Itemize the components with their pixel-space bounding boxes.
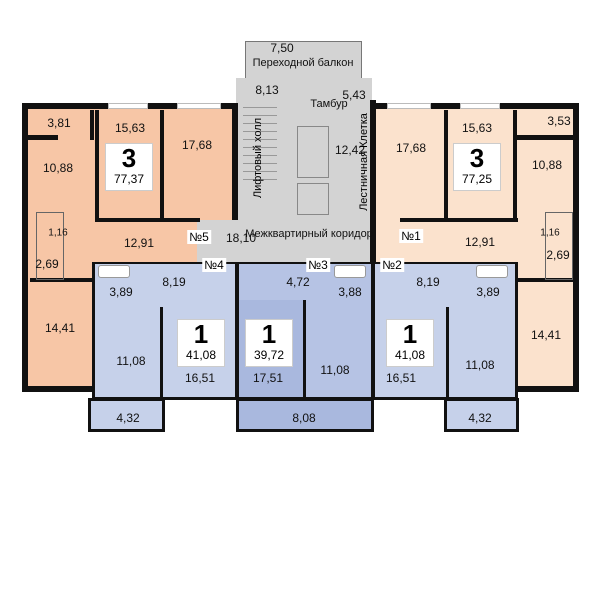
apt1-bath: 2,69 [546,248,570,262]
bathtub-icon [98,265,130,278]
apt4-balcony[interactable] [88,398,165,432]
room-count: 3 [469,143,485,173]
apt1-kitchen: 10,88 [531,158,563,172]
elevator-2 [297,183,329,215]
apt3-kitchen: 11,08 [320,363,350,377]
transition-balcony-label: Переходной балкон [252,57,354,69]
total-area: 41,08 [185,348,217,362]
transition-balcony-area: 7,50 [270,41,294,55]
apt5-number: №5 [187,230,211,244]
apt5-balcony: 3,81 [47,116,71,130]
stairwell-label: Лестничная Клетка [358,113,370,211]
room-count: 1 [402,319,418,349]
apt1-wc: 1,16 [540,227,560,239]
apt4-balcony: 4,32 [116,411,140,425]
apt3-bath: 3,88 [338,285,362,299]
total-area: 39,72 [253,348,285,362]
apt2-kitchen: 11,08 [465,358,495,372]
apt5-bedroom2[interactable] [162,103,238,220]
bathtub-icon [334,265,366,278]
apt3-hall: 4,72 [286,275,310,289]
corridor-area: 18,10 [225,231,257,245]
apt2-balcony: 4,32 [468,411,492,425]
apt5-kitchen: 10,88 [42,161,74,175]
apt1-bedroom1: 15,63 [461,121,493,135]
total-area: 77,37 [113,172,145,186]
apt1-living: 14,41 [530,328,562,342]
apt2-balcony[interactable] [444,398,519,432]
apt2-hall: 8,19 [416,275,440,289]
apt4-living: 16,51 [184,371,216,385]
apt4-kitchen: 11,08 [116,354,146,368]
bathtub-icon [476,265,508,278]
total-area: 41,08 [394,348,426,362]
room-count: 1 [193,319,209,349]
stairwell-area: 12,42 [334,143,366,157]
total-area: 77,25 [461,172,493,186]
lift-hall-area: 8,13 [255,83,279,97]
apt5-bedroom2: 17,68 [181,138,213,152]
apt5-bedroom1: 15,63 [114,121,146,135]
apt4-bath: 3,89 [109,285,133,299]
stairs [243,100,277,180]
corridor-label: Межквартирный коридор [245,228,373,240]
room-count: 3 [121,143,137,173]
apt2-bath: 3,89 [476,285,500,299]
apt2-living: 16,51 [385,371,417,385]
apt1-bathroom [545,212,573,280]
apt1-number: №1 [399,229,423,243]
vestibule-area: 5,43 [342,88,366,102]
apt4-hall: 8,19 [162,275,186,289]
transition-balcony[interactable] [245,41,362,79]
apt5-hall: 12,91 [123,236,155,250]
vestibule-label: Тамбур [310,98,348,110]
apt5-living: 14,41 [44,321,76,335]
apt1-hall: 12,91 [464,235,496,249]
apt2-number: №2 [380,258,404,272]
apt1-bedroom2: 17,68 [395,141,427,155]
apt5-bath: 2,69 [35,257,59,271]
apt3-living: 17,51 [252,371,284,385]
apt5-wc: 1,16 [48,227,68,239]
elevator-1 [297,126,329,178]
apt4-number: №4 [202,258,226,272]
lift-hall-label: Лифтовый холл [252,117,264,199]
apt5-bathroom [36,212,64,280]
stairwell[interactable] [290,78,372,220]
apt1-balcony: 3,53 [547,114,571,128]
apt3-number: №3 [306,258,330,272]
apt3-balcony: 8,08 [292,411,316,425]
room-count: 1 [261,319,277,349]
apt3-balcony[interactable] [236,398,374,432]
